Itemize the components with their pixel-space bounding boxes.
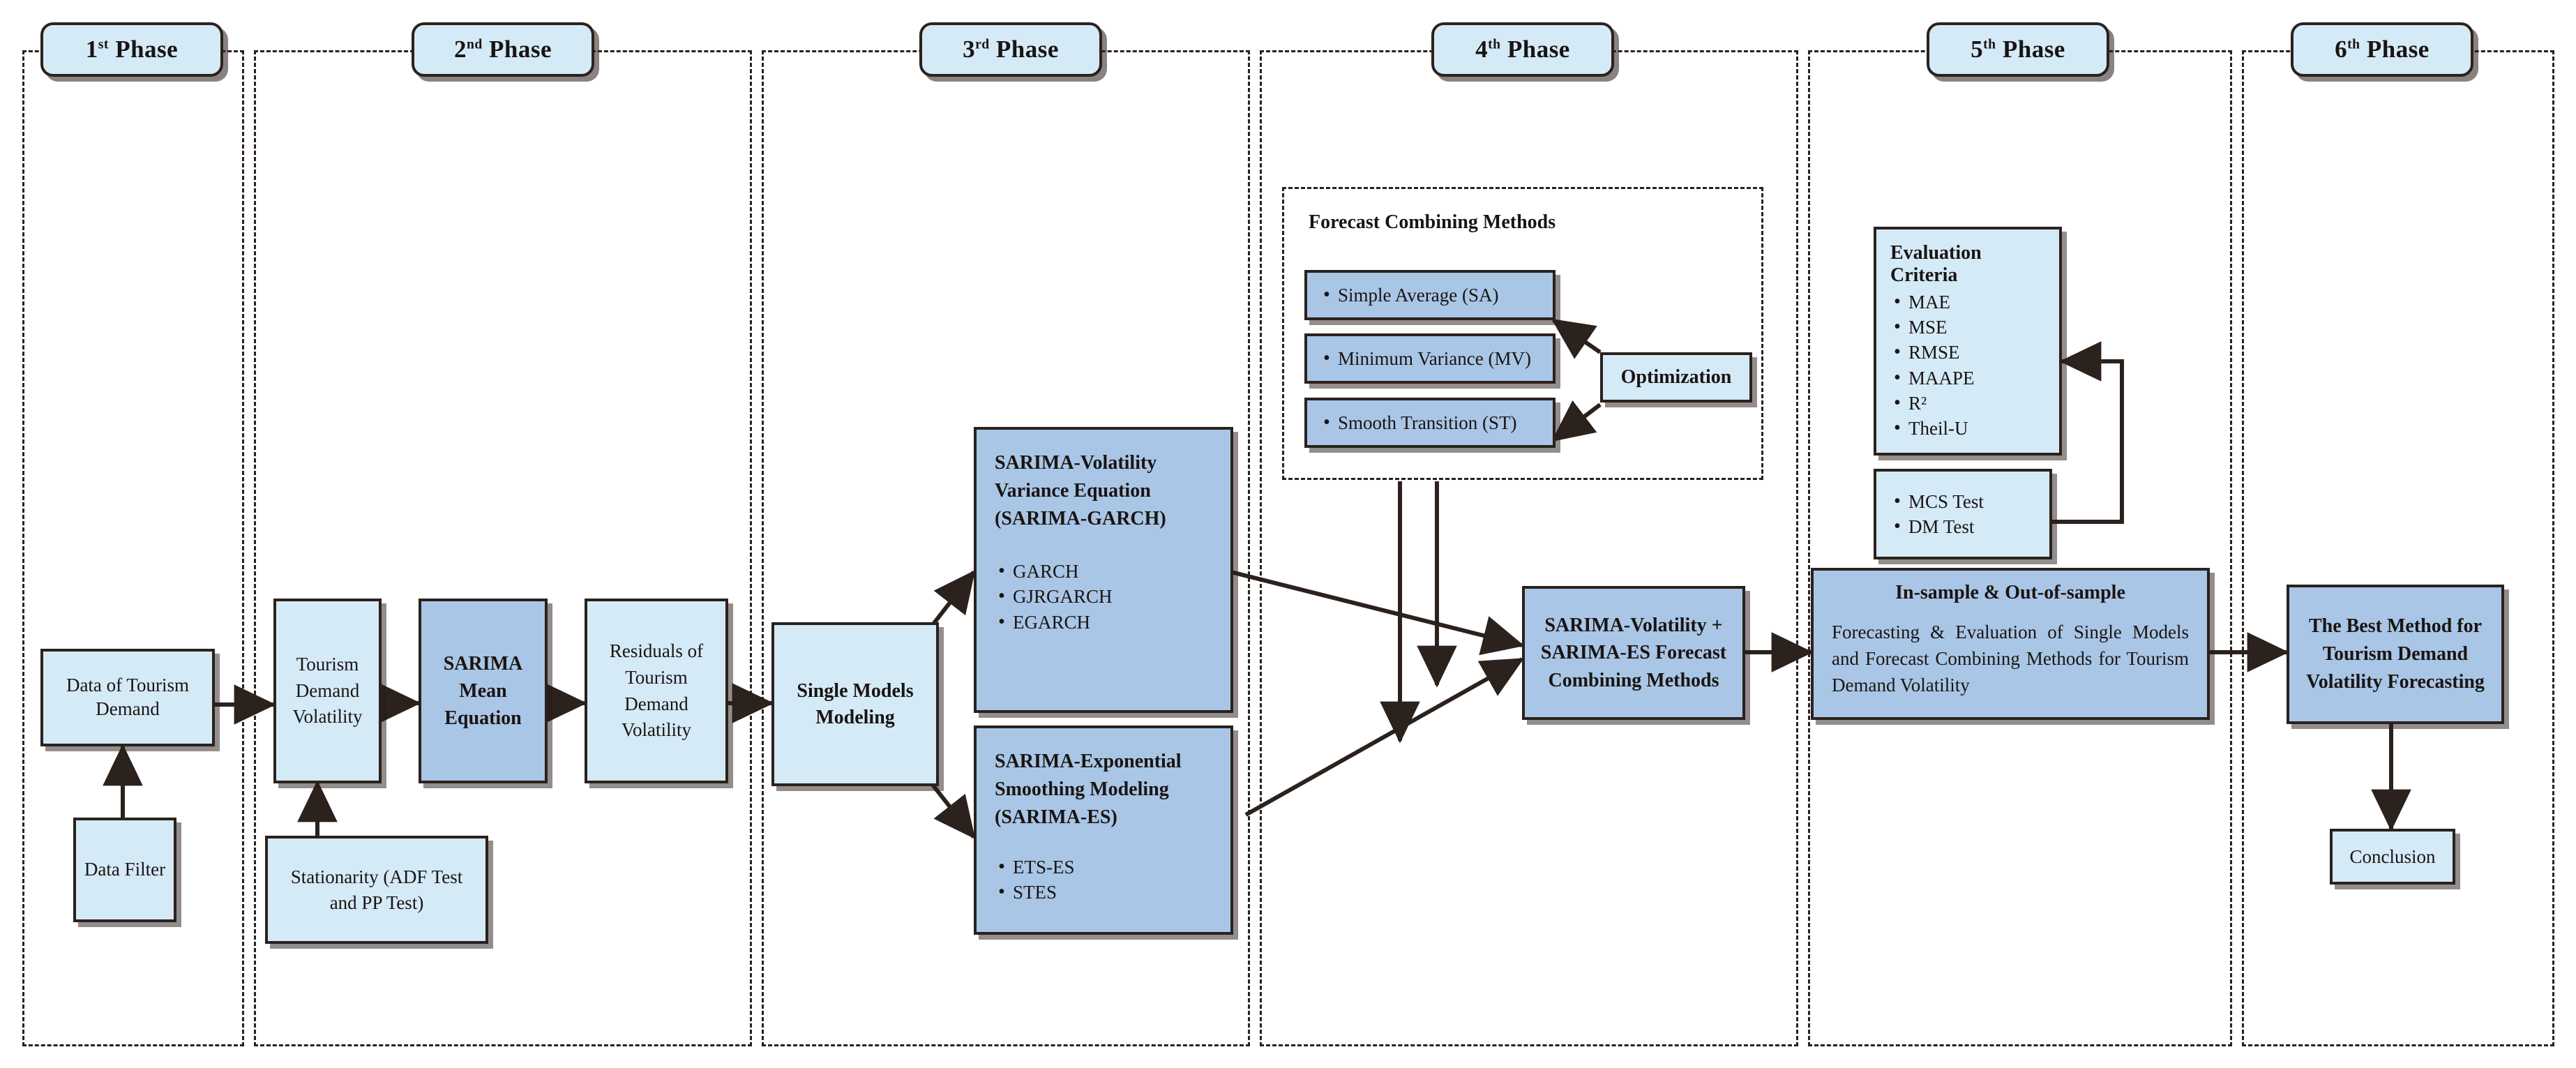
node-evaluation-criteria-title: Evaluation Criteria	[1890, 242, 1982, 286]
node-stationarity-label: Stationarity (ADF Test and PP Test)	[290, 866, 463, 913]
list-item: R²	[1890, 390, 2045, 416]
phase-word-1: Phase	[115, 36, 179, 63]
node-single-models-modeling[interactable]: Single Models Modeling	[771, 622, 939, 786]
forecast-combining-methods-title: Forecast Combining Methods	[1309, 211, 1556, 233]
list-item: GJRGARCH	[995, 583, 1212, 610]
node-combining-methods-label: SARIMA-Volatility + SARIMA-ES Forecast C…	[1540, 615, 1727, 691]
node-data-of-tourism-demand[interactable]: Data of Tourism Demand	[40, 649, 215, 746]
phase-word-2: Phase	[489, 36, 552, 63]
node-sarima-mean-equation[interactable]: SARIMA Mean Equation	[419, 599, 548, 783]
node-smooth-transition[interactable]: Smooth Transition (ST)	[1304, 398, 1556, 448]
phase-header-2-label: 2nd Phase	[453, 36, 552, 63]
node-sarima-es-title: SARIMA-Exponential Smoothing Modeling (S…	[995, 751, 1182, 828]
phase-header-5: 5th Phase	[1927, 22, 2109, 77]
phase-header-3-label: 3rd Phase	[963, 36, 1059, 63]
node-simple-average[interactable]: Simple Average (SA)	[1304, 270, 1556, 320]
list-item: GARCH	[995, 558, 1212, 585]
node-in-sample-body: Forecasting & Evaluation of Single Model…	[1832, 622, 2189, 695]
node-residuals[interactable]: Residuals of Tourism Demand Volatility	[585, 599, 728, 783]
node-conclusion[interactable]: Conclusion	[2330, 829, 2455, 885]
list-item: DM Test	[1890, 513, 2035, 540]
list-item: STES	[995, 879, 1212, 905]
node-statistical-tests[interactable]: MCS Test DM Test	[1874, 469, 2052, 559]
node-tourism-demand-volatility[interactable]: Tourism Demand Volatility	[273, 599, 382, 783]
node-combining-methods[interactable]: SARIMA-Volatility + SARIMA-ES Forecast C…	[1522, 586, 1745, 720]
phase-word-6: Phase	[2366, 36, 2430, 63]
list-item: ETS-ES	[995, 854, 1212, 880]
node-data-filter-label: Data Filter	[84, 859, 166, 880]
phase-header-2: 2nd Phase	[412, 22, 594, 77]
node-stationarity[interactable]: Stationarity (ADF Test and PP Test)	[265, 836, 488, 944]
list-item: MCS Test	[1890, 488, 2035, 515]
node-in-sample-title: In-sample & Out-of-sample	[1895, 582, 2125, 603]
phase-column-6	[2242, 50, 2554, 1046]
phase-header-4-label: 4th Phase	[1475, 36, 1570, 63]
list-item: RMSE	[1890, 339, 2045, 366]
node-sarima-es[interactable]: SARIMA-Exponential Smoothing Modeling (S…	[974, 725, 1233, 935]
phase-word-3: Phase	[995, 36, 1059, 63]
node-sarima-garch-title: SARIMA-Volatility Variance Equation (SAR…	[995, 452, 1166, 529]
list-item: Simple Average (SA)	[1320, 282, 1540, 308]
node-in-sample-out-of-sample[interactable]: In-sample & Out-of-sample Forecasting & …	[1811, 568, 2210, 720]
phase-header-6-label: 6th Phase	[2335, 36, 2430, 63]
node-optimization-label: Optimization	[1620, 366, 1732, 388]
phase-header-6: 6th Phase	[2291, 22, 2473, 77]
node-simple-average-list: Simple Average (SA)	[1320, 282, 1540, 308]
node-sarima-garch[interactable]: SARIMA-Volatility Variance Equation (SAR…	[974, 427, 1233, 713]
node-optimization[interactable]: Optimization	[1600, 352, 1752, 403]
list-item: MAAPE	[1890, 365, 2045, 391]
node-residuals-label: Residuals of Tourism Demand Volatility	[609, 640, 704, 741]
node-single-models-modeling-label: Single Models Modeling	[797, 679, 914, 728]
phase-word-4: Phase	[1507, 36, 1570, 63]
forecast-combining-methods-group	[1282, 187, 1763, 480]
node-sarima-mean-equation-label: SARIMA Mean Equation	[443, 652, 523, 730]
node-minimum-variance-list: Minimum Variance (MV)	[1320, 345, 1540, 372]
phase-word-5: Phase	[2002, 36, 2065, 63]
phase-header-1-label: 1st Phase Phase	[85, 36, 179, 63]
phase-header-3: 3rd Phase	[919, 22, 1102, 77]
node-statistical-tests-list: MCS Test DM Test	[1890, 488, 2035, 540]
node-tourism-demand-volatility-label: Tourism Demand Volatility	[292, 653, 363, 728]
list-item: Theil-U	[1890, 415, 2045, 442]
node-best-method[interactable]: The Best Method for Tourism Demand Volat…	[2287, 585, 2504, 724]
node-sarima-garch-list: GARCH GJRGARCH EGARCH	[995, 558, 1212, 635]
node-sarima-es-list: ETS-ES STES	[995, 854, 1212, 905]
phase-header-5-label: 5th Phase	[1971, 36, 2065, 63]
node-minimum-variance[interactable]: Minimum Variance (MV)	[1304, 333, 1556, 384]
list-item: EGARCH	[995, 609, 1212, 635]
node-evaluation-criteria-list: MAE MSE RMSE MAAPE R² Theil-U	[1890, 289, 2045, 442]
list-item: MSE	[1890, 314, 2045, 340]
list-item: Smooth Transition (ST)	[1320, 409, 1540, 436]
node-best-method-label: The Best Method for Tourism Demand Volat…	[2306, 615, 2485, 693]
phase-header-1: 1st Phase Phase	[40, 22, 223, 77]
list-item: MAE	[1890, 289, 2045, 315]
node-data-filter[interactable]: Data Filter	[73, 818, 176, 922]
node-conclusion-label: Conclusion	[2349, 845, 2436, 867]
node-evaluation-criteria[interactable]: Evaluation Criteria MAE MSE RMSE MAAPE R…	[1874, 227, 2062, 456]
node-data-of-tourism-demand-label: Data of Tourism Demand	[66, 675, 190, 719]
node-smooth-transition-list: Smooth Transition (ST)	[1320, 409, 1540, 436]
phase-header-4: 4th Phase	[1431, 22, 1614, 77]
list-item: Minimum Variance (MV)	[1320, 345, 1540, 372]
